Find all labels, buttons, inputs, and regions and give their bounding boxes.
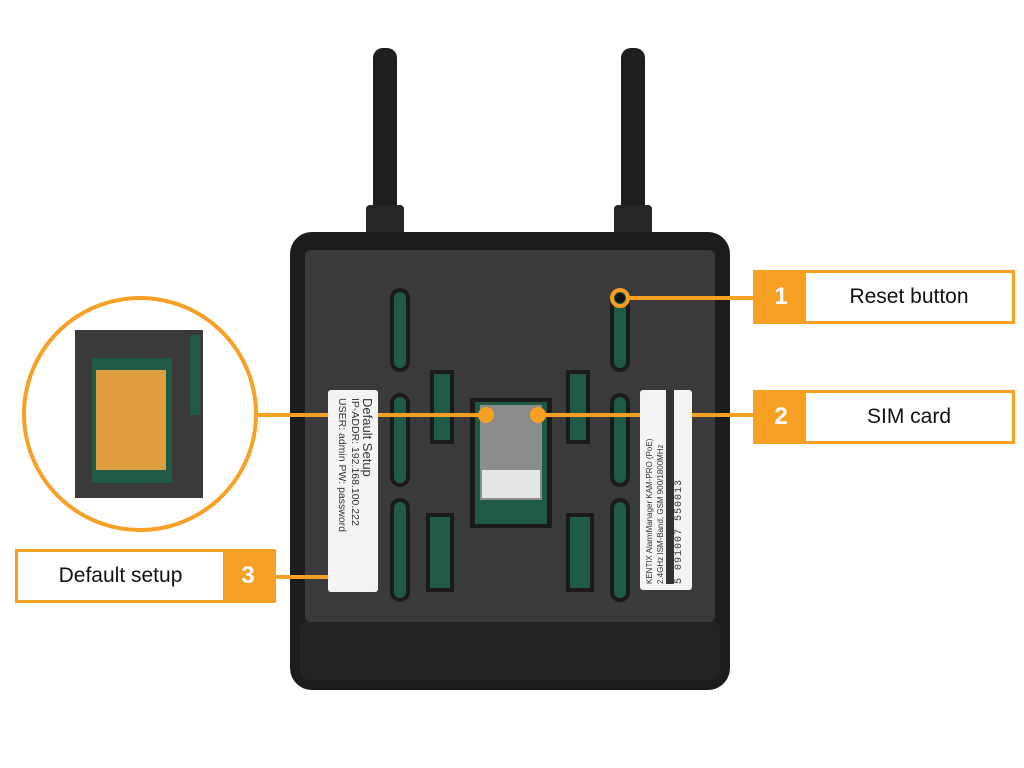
callout-label: Reset button <box>849 285 969 308</box>
product-bands: 2.4GHz ISM-Band, GSM 900/1800MHz <box>656 444 665 584</box>
pcb-slots <box>390 288 630 602</box>
product-label-sticker: KENTIX AlarmManager KAM-PRO (PoE) 2.4GHz… <box>640 390 692 590</box>
callout-default-setup: Default setup 3 <box>15 549 276 603</box>
callout-sim-card: 2 SIM card <box>753 390 1015 444</box>
callout-number: 1 <box>756 273 806 321</box>
antenna-left <box>366 48 404 253</box>
callout-label: SIM card <box>866 405 952 428</box>
callout-reset-button: 1 Reset button <box>753 270 1015 324</box>
callout-label: Default setup <box>58 564 183 587</box>
callout-number: 3 <box>223 552 273 600</box>
default-setup-sticker: Default Setup IP-ADDR: 192.168.100.222 U… <box>328 390 378 592</box>
barcode: 5 091007 550013 <box>666 390 685 584</box>
sticker-credentials: USER: admin PW: password <box>336 398 348 533</box>
sim-zoom-inset <box>22 296 258 532</box>
callout-number: 2 <box>756 393 806 441</box>
sticker-ip: IP-ADDR: 192.168.100.222 <box>349 398 361 526</box>
antenna-right <box>614 48 652 253</box>
product-name: KENTIX AlarmManager KAM-PRO (PoE) <box>645 438 654 584</box>
sticker-title: Default Setup <box>360 398 375 477</box>
reset-button[interactable] <box>615 293 625 303</box>
